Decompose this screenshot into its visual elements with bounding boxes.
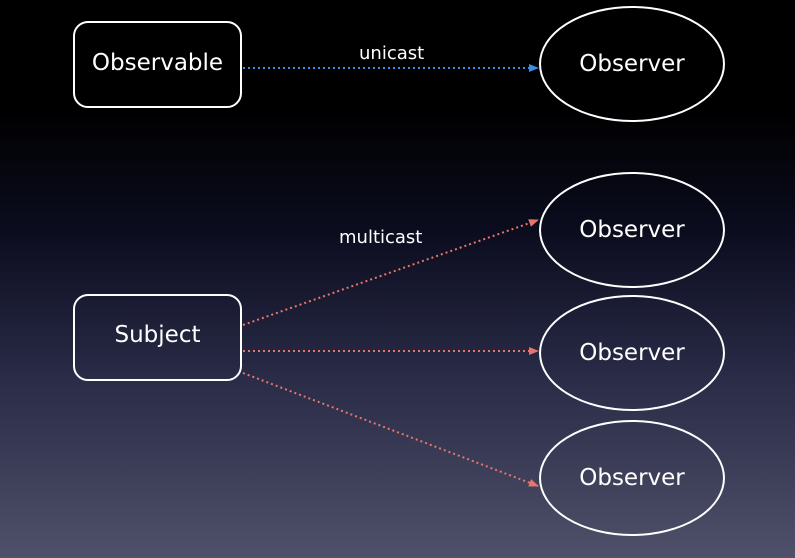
subject-label: Subject xyxy=(114,322,201,348)
observer-multi-2-ellipse xyxy=(539,295,725,411)
multicast-label: multicast xyxy=(339,227,423,248)
observable-label: Observable xyxy=(91,50,224,76)
observer-unicast-label: Observer xyxy=(579,51,685,77)
observer-multi-3-ellipse xyxy=(539,420,725,536)
observer-multi-1-label: Observer xyxy=(579,217,685,243)
observer-multi-1-ellipse xyxy=(539,172,725,288)
multicast-arrow-1 xyxy=(242,219,539,326)
unicast-label: unicast xyxy=(359,43,425,64)
multicast-arrow-3 xyxy=(242,372,539,487)
subject-box xyxy=(73,294,242,381)
observer-multi-3-label: Observer xyxy=(579,465,685,491)
observer-multi-2-label: Observer xyxy=(579,340,685,366)
observable-box xyxy=(73,21,242,108)
observer-unicast-ellipse xyxy=(539,6,725,122)
